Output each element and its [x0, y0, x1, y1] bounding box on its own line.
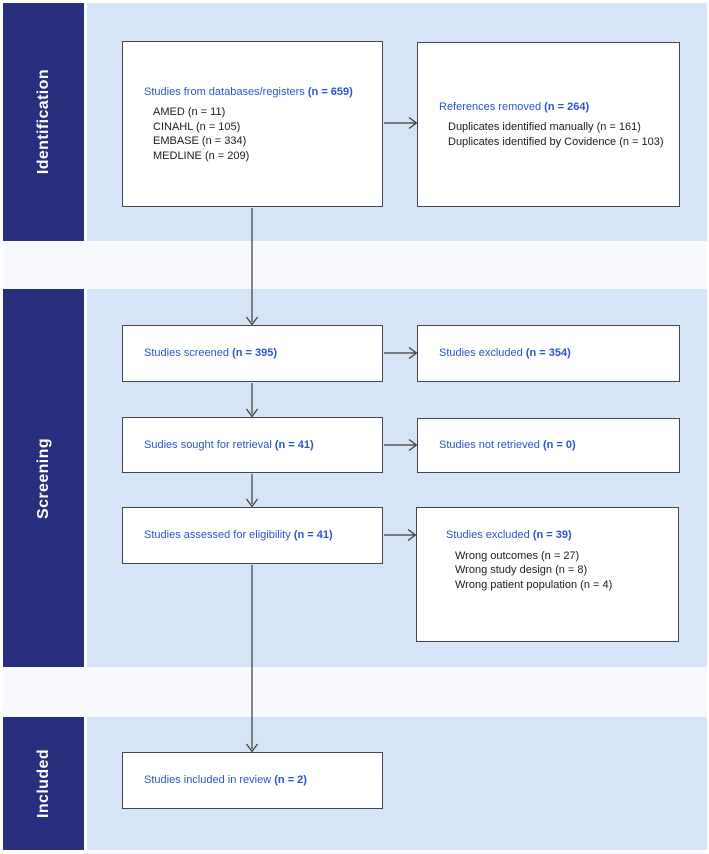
list-item: Wrong patient population (n = 4) [455, 578, 613, 591]
list-item: EMBASE (n = 334) [153, 135, 247, 148]
box-studies-excluded-screening: Studies excluded (n = 354) [417, 325, 680, 382]
stage-identification: Identification [3, 3, 84, 241]
box-heading-count: (n = 2) [274, 774, 307, 787]
box-studies-not-retrieved: Studies not retrieved (n = 0) [417, 418, 680, 473]
box-studies-from-databases: Studies from databases/registers (n = 65… [122, 41, 383, 207]
stage-included: Included [3, 717, 84, 850]
box-heading-count: (n = 264) [544, 100, 590, 113]
box-heading: Studies assessed for eligibility (n = 41… [144, 528, 372, 543]
stage-included-label: Included [34, 749, 52, 818]
stage-screening-label: Screening [34, 437, 52, 519]
list-item: MEDLINE (n = 209) [153, 149, 250, 162]
box-heading-label: Studies excluded [446, 529, 530, 541]
box-studies-excluded-eligibility: Studies excluded (n = 39) Wrong outcomes… [416, 507, 679, 642]
box-heading-label: Studies from databases/registers [144, 85, 305, 98]
box-studies-screened: Studies screened (n = 395) [122, 325, 383, 382]
box-heading-label: Studies not retrieved [439, 439, 540, 452]
box-heading: Studies included in review (n = 2) [144, 773, 372, 788]
list-item: AMED (n = 11) [153, 106, 226, 119]
box-heading-count: (n = 395) [232, 347, 277, 360]
box-heading-label: References removed [439, 100, 542, 113]
box-heading-count: (n = 659) [307, 85, 353, 98]
list-item: CINAHL (n = 105) [153, 120, 241, 133]
box-item-list: Duplicates identified manually (n = 161)… [439, 120, 669, 149]
box-item-list: AMED (n = 11) CINAHL (n = 105) EMBASE (n… [144, 105, 372, 163]
list-item: Duplicates identified manually (n = 161) [448, 121, 641, 134]
list-item: Wrong outcomes (n = 27) [455, 549, 580, 562]
box-item-list: Wrong outcomes (n = 27) Wrong study desi… [446, 549, 668, 593]
box-heading: Studies from databases/registers (n = 65… [144, 85, 372, 100]
list-item: Duplicates identified by Covidence (n = … [448, 135, 664, 148]
gap-band-1 [3, 241, 707, 289]
box-heading-label: Studies excluded [439, 347, 523, 360]
box-heading-count: (n = 41) [274, 438, 314, 451]
box-heading-count: (n = 354) [525, 347, 571, 360]
box-heading-label: Sudies sought for retrieval [144, 438, 272, 451]
box-studies-sought-retrieval: Sudies sought for retrieval (n = 41) [122, 417, 383, 473]
gap-band-2 [3, 667, 707, 717]
box-heading: Studies excluded (n = 354) [439, 346, 669, 361]
box-heading-count: (n = 0) [542, 439, 576, 452]
box-heading: Sudies sought for retrieval (n = 41) [144, 438, 372, 453]
box-heading: Studies screened (n = 395) [144, 346, 372, 361]
box-heading-label: Studies assessed for eligibility [144, 529, 291, 542]
box-studies-assessed-eligibility: Studies assessed for eligibility (n = 41… [122, 507, 383, 564]
stage-identification-label: Identification [34, 69, 52, 175]
box-studies-included-review: Studies included in review (n = 2) [122, 752, 383, 809]
box-heading: References removed (n = 264) [439, 100, 669, 115]
box-heading-label: Studies included in review [144, 774, 272, 787]
stage-screening: Screening [3, 289, 84, 667]
box-references-removed: References removed (n = 264) Duplicates … [417, 42, 680, 207]
box-heading-label: Studies screened [144, 347, 229, 360]
list-item: Wrong study design (n = 8) [455, 564, 588, 576]
box-heading-count: (n = 39) [532, 529, 572, 541]
box-heading: Studies excluded (n = 39) [446, 528, 668, 543]
box-heading: Studies not retrieved (n = 0) [439, 438, 669, 453]
box-heading-count: (n = 41) [293, 529, 333, 542]
